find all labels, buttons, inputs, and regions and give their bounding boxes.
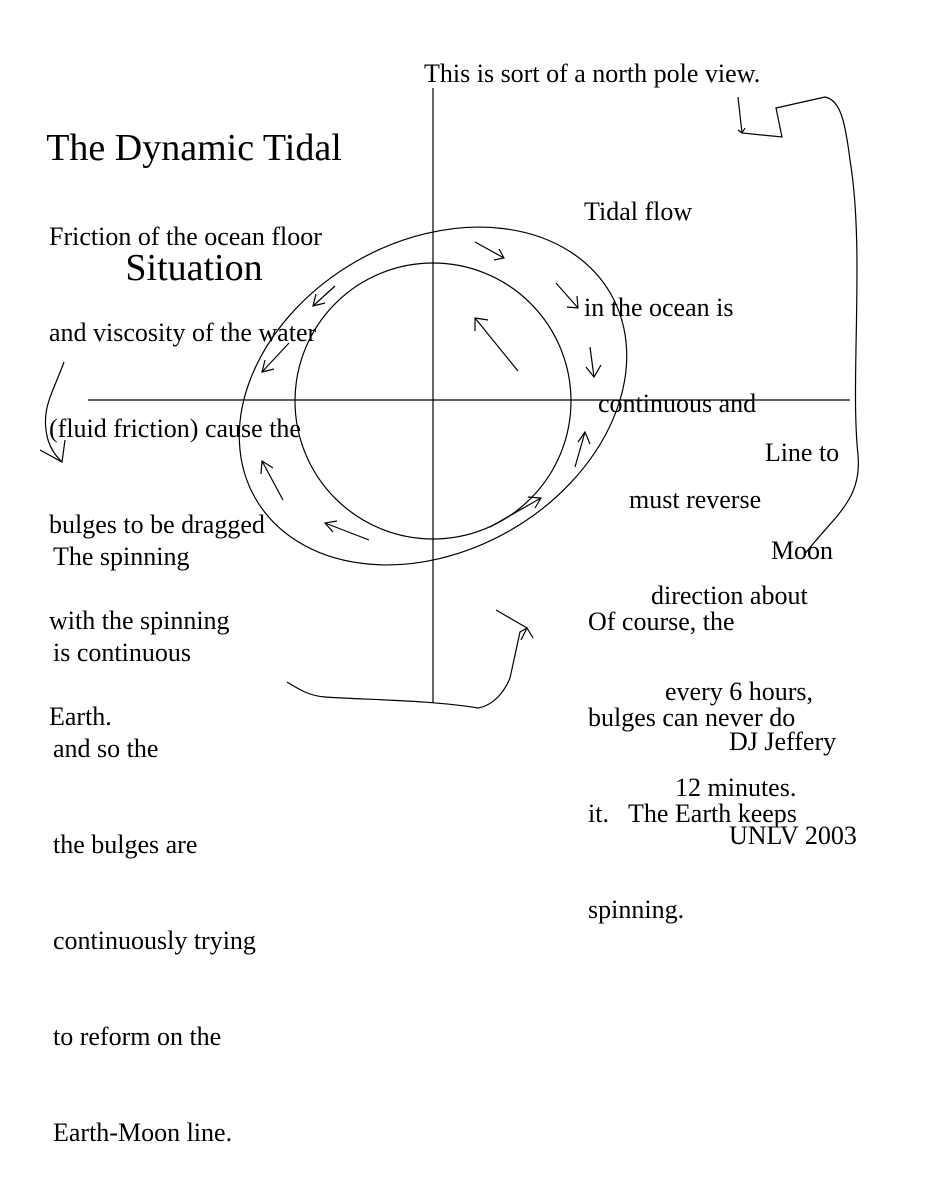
earth-rotation-arrow (474, 317, 519, 372)
tidal-flow-line-1: Tidal flow (584, 197, 693, 226)
flow-arrow-lower-right-upper (574, 430, 591, 468)
north-pole-note: This is sort of a north pole view. (424, 59, 761, 88)
flow-arrow-upper-left (312, 285, 336, 307)
credit: DJ Jeffery UNLV 2003 (729, 663, 857, 883)
of-course-line-4: spinning. (588, 895, 685, 924)
spinning-line-6: to reform on the (53, 1022, 222, 1051)
earth-circle (294, 262, 572, 540)
spinning-line-7: Earth-Moon line. (53, 1118, 233, 1147)
spinning-line-1: The spinning (53, 542, 190, 571)
line-to-moon-label: Line to Moon (752, 372, 852, 600)
flow-arrow-lower-right (489, 496, 543, 528)
spinning-line-5: continuously trying (53, 926, 256, 955)
pointer-arrow-north-pole (737, 96, 859, 556)
tidal-flow-line-2: in the ocean is (584, 293, 734, 322)
line-to-moon-line-2: Moon (770, 536, 834, 565)
title-line-2: Situation (125, 247, 263, 289)
pointer-arrow-friction (39, 361, 66, 463)
of-course-line-1: Of course, the (588, 607, 735, 636)
flow-arrow-bottom (323, 520, 370, 541)
friction-line-6: Earth. (49, 702, 112, 731)
credit-author: DJ Jeffery (729, 727, 837, 756)
title-line-1: The Dynamic Tidal (46, 127, 342, 169)
friction-line-4: bulges to be dragged (49, 510, 265, 539)
tidal-flow-line-6: every 6 hours, (665, 677, 814, 706)
flow-arrow-right (585, 346, 602, 379)
flow-arrow-upper-right (555, 282, 579, 309)
diagram-title: The Dynamic Tidal Situation (14, 48, 374, 328)
friction-line-3: (fluid friction) cause the (49, 414, 301, 443)
friction-line-1: Friction of the ocean floor (49, 222, 322, 251)
tidal-bulge-ellipse (238, 226, 628, 566)
spinning-line-3: and so the (53, 734, 159, 763)
flow-arrow-left (261, 342, 290, 373)
spinning-note: The spinning is continuous and so the th… (53, 477, 256, 1181)
tidal-diagram (39, 88, 859, 709)
spinning-line-2: is continuous (53, 638, 191, 667)
pointer-arrow-spinning (286, 609, 534, 709)
friction-line-2: and viscosity of the water (49, 318, 317, 347)
credit-institution: UNLV 2003 (729, 821, 857, 850)
flow-arrow-top (474, 241, 505, 261)
spinning-line-4: the bulges are (53, 830, 198, 859)
friction-line-5: with the spinning (49, 606, 230, 635)
tidal-flow-line-3: continuous and (598, 389, 757, 418)
friction-note: Friction of the ocean floor and viscosit… (49, 157, 322, 765)
line-to-moon-line-1: Line to (764, 438, 840, 467)
tidal-flow-line-5: direction about (651, 581, 808, 610)
flow-arrow-lower-left (260, 459, 284, 501)
tidal-flow-line-4: must reverse (629, 485, 762, 514)
of-course-line-2: bulges can never do (588, 703, 796, 732)
